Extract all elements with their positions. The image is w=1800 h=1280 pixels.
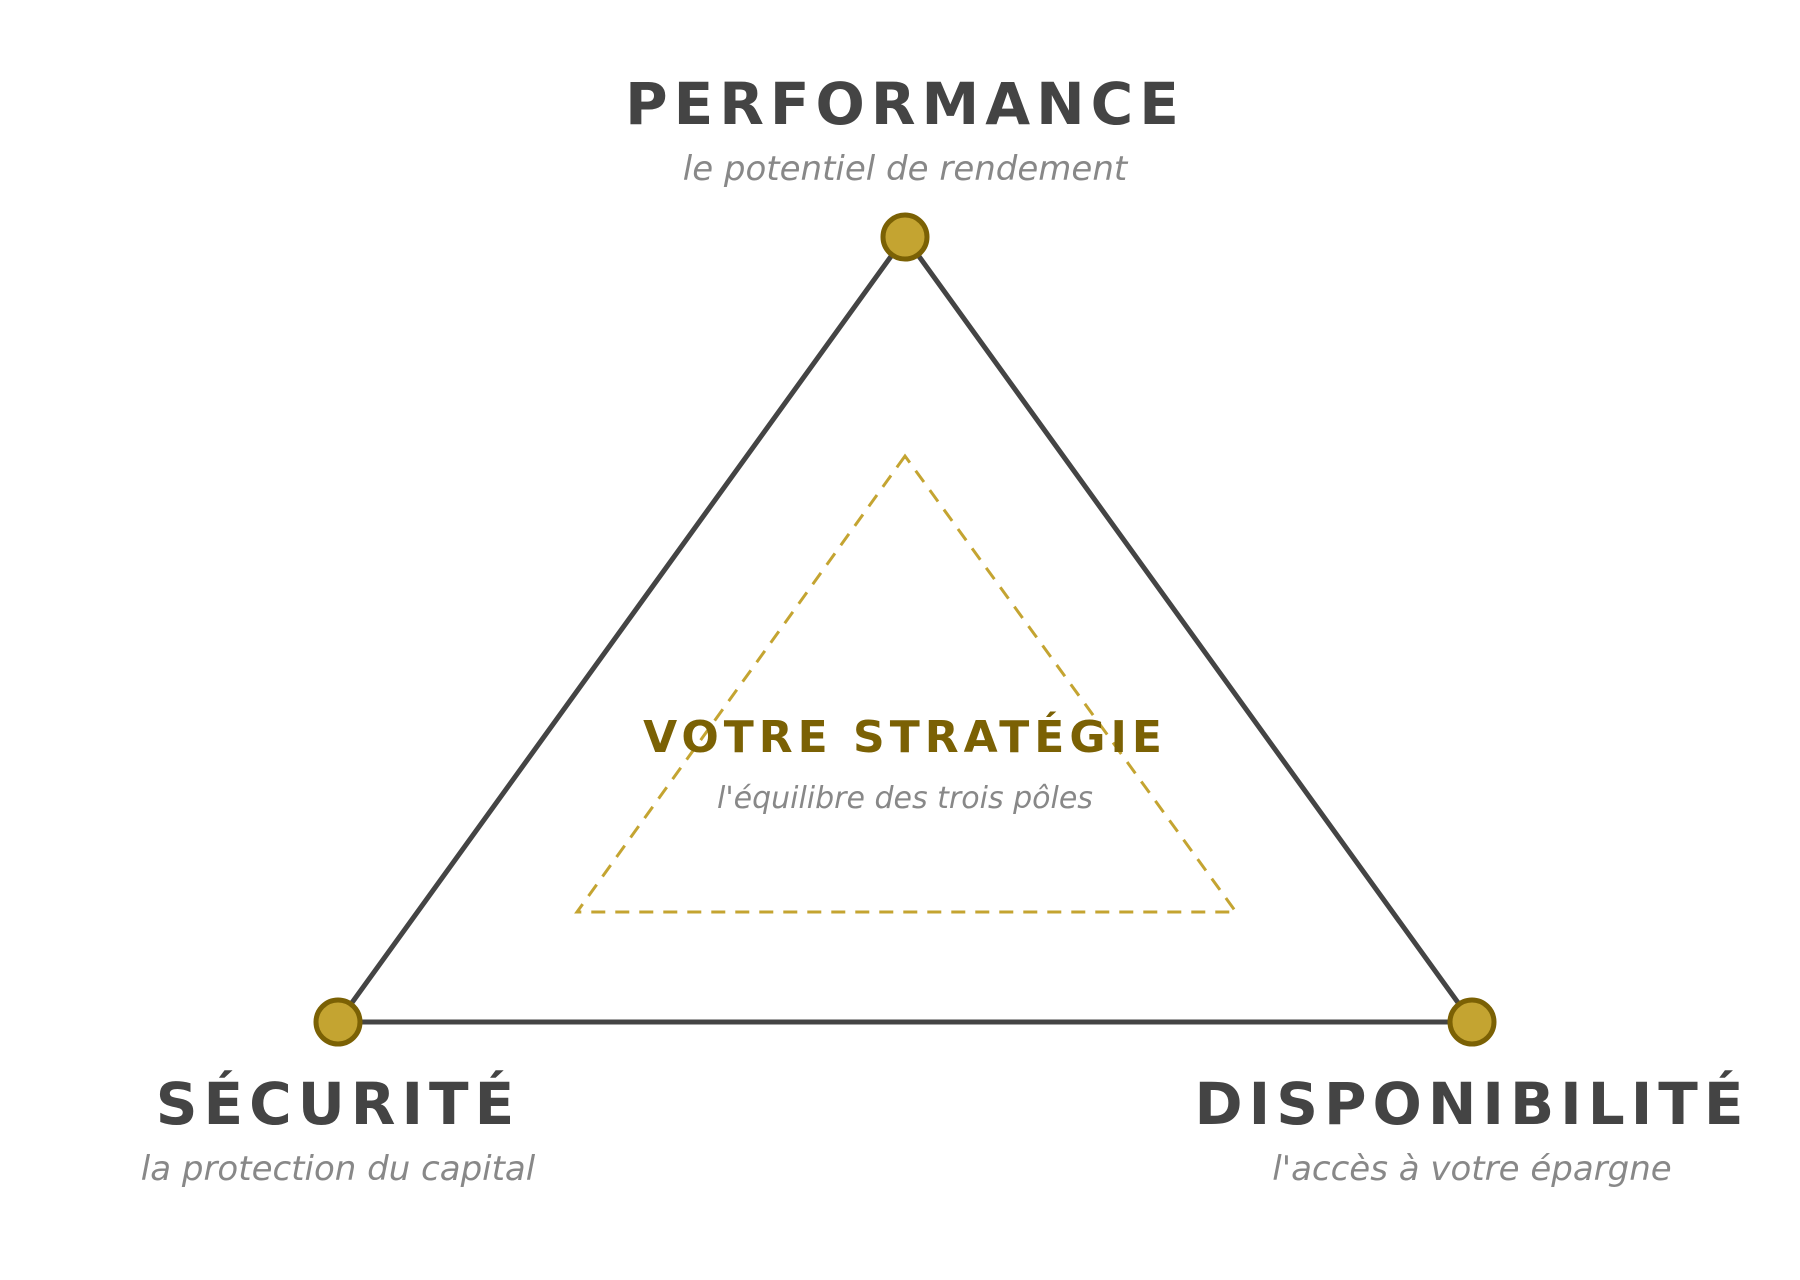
- node-disponibilite: [1447, 997, 1497, 1047]
- center-title: VOTRE STRATÉGIE: [643, 710, 1167, 763]
- pole-title-disponibilite: DISPONIBILITÉ: [1195, 1069, 1750, 1138]
- pole-title-performance: PERFORMANCE: [625, 70, 1185, 138]
- pole-subtitle-performance: le potentiel de rendement: [683, 149, 1129, 189]
- center-subtitle: l'équilibre des trois pôles: [717, 781, 1093, 816]
- inner-dashed-triangle: [574, 453, 1239, 914]
- pole-subtitle-securite: la protection du capital: [141, 1149, 536, 1189]
- node-performance: [880, 212, 930, 262]
- outer-triangle: [335, 234, 1475, 1025]
- pole-subtitle-disponibilite: l'accès à votre épargne: [1272, 1149, 1671, 1189]
- pole-title-securite: SÉCURITÉ: [156, 1069, 520, 1138]
- node-securite: [313, 997, 363, 1047]
